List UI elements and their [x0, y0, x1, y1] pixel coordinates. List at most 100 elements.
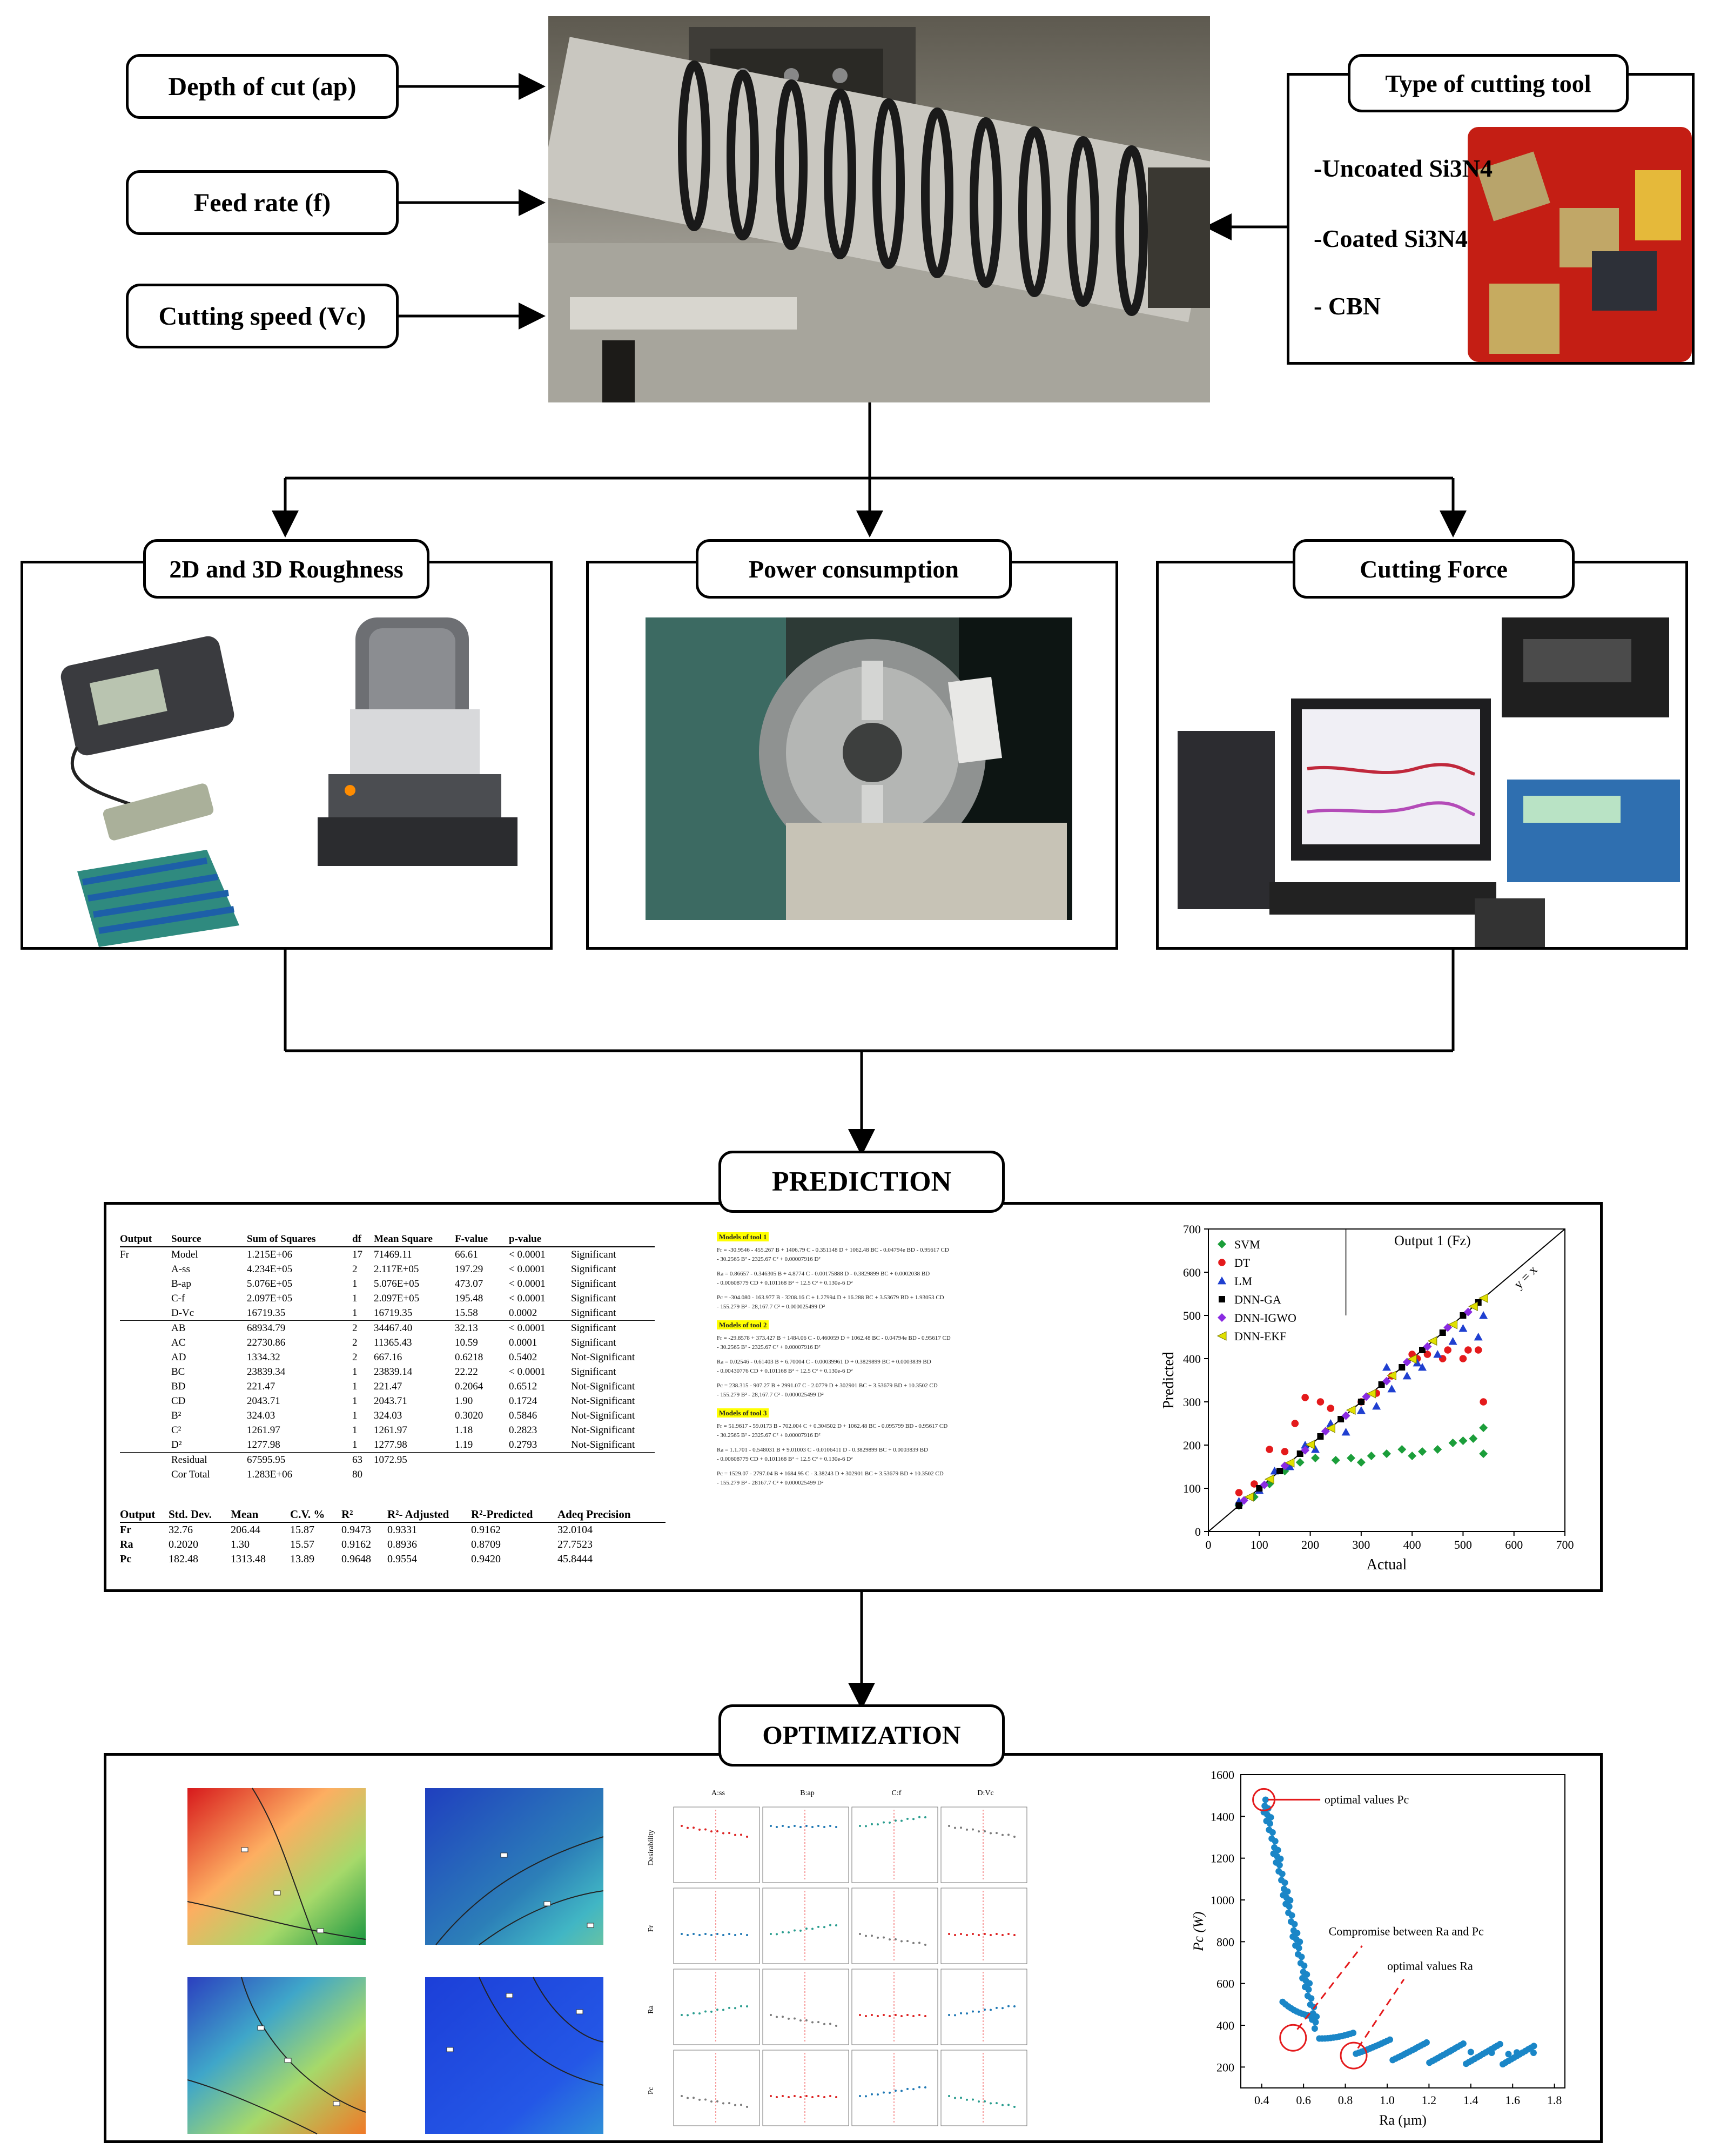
ramp-point	[734, 2007, 736, 2010]
data-point	[1372, 1402, 1381, 1410]
data-point	[1260, 1480, 1269, 1489]
anova-cell: 221.47	[374, 1381, 402, 1392]
ramp-point	[805, 2095, 808, 2097]
pareto-point	[1291, 1920, 1298, 1927]
stats-cell: 13.89	[290, 1553, 314, 1565]
data-point	[1382, 1376, 1391, 1386]
data-point	[1240, 1496, 1248, 1505]
ramp-point	[972, 1828, 974, 1831]
stats-header-adeq: Adeq Precision	[557, 1508, 631, 1521]
data-point	[1341, 1411, 1350, 1420]
equation-line: Pc = 238.315 - 907.27 B + 2991.07 C - 2.…	[717, 1382, 938, 1389]
pareto-point	[1496, 2040, 1503, 2047]
y-tick-label: 1000	[1211, 1893, 1234, 1907]
ramp-point	[918, 1816, 920, 1818]
ramp-point	[693, 1933, 695, 1935]
ramp-point	[966, 2012, 968, 2015]
anova-cell: Not-Significant	[571, 1381, 635, 1392]
stats-cell: 0.9420	[471, 1553, 501, 1565]
ramp-cell	[940, 2050, 1027, 2126]
anova-cell: 11365.43	[374, 1337, 412, 1348]
data-point	[1407, 1354, 1417, 1364]
anova-cell: 10.59	[455, 1337, 478, 1348]
ramp-point	[817, 2095, 819, 2097]
data-point	[1326, 1423, 1335, 1433]
ramp-point	[829, 2095, 831, 2097]
pareto-point	[1387, 2036, 1393, 2043]
legend-label: DNN-EKF	[1234, 1329, 1287, 1343]
legend-label: DNN-GA	[1234, 1293, 1281, 1306]
ramp-point	[924, 1944, 926, 1946]
ramp-cell	[762, 2050, 849, 2126]
ramp-point	[948, 2014, 950, 2016]
ramp-point	[1007, 1933, 1010, 1935]
ramp-point	[794, 2095, 796, 2097]
ramp-point	[823, 2096, 825, 2098]
ramp-cell	[851, 1969, 938, 2045]
ramp-point	[698, 2012, 701, 2015]
data-point	[1244, 1492, 1254, 1502]
ramp-point	[776, 1933, 778, 1936]
data-point	[1479, 1449, 1488, 1458]
y-tick-label: 0	[1195, 1525, 1201, 1539]
data-point	[1317, 1433, 1324, 1440]
ramp-point	[912, 1818, 915, 1821]
pareto-point	[1276, 1862, 1283, 1869]
ramp-point	[900, 1819, 903, 1822]
ramp-point	[782, 1931, 784, 1933]
data-point	[1444, 1346, 1451, 1354]
stats-cell: 0.9648	[341, 1553, 371, 1565]
ramp-point	[770, 1825, 772, 1827]
x-tick-label: 1.4	[1463, 2093, 1478, 2107]
data-point	[1296, 1450, 1303, 1457]
data-point	[1480, 1398, 1487, 1406]
ramp-point	[805, 2019, 808, 2021]
legend-marker	[1218, 1259, 1226, 1266]
pareto-point	[1530, 2050, 1537, 2057]
ramp-point	[972, 2098, 974, 2101]
x-tick-label: 0.6	[1296, 2093, 1311, 2107]
ramp-point	[877, 2015, 879, 2017]
anova-cell	[120, 1365, 171, 1379]
x-tick-label: 0.4	[1254, 2093, 1269, 2107]
stats-header-row: Output Std. Dev. Mean C.V. % R² R²- Adju…	[120, 1507, 666, 1523]
legend-marker	[1218, 1240, 1226, 1248]
data-point	[1316, 1398, 1325, 1406]
ramp-point	[710, 1830, 713, 1833]
anova-cell: Significant	[571, 1337, 616, 1348]
data-point	[1413, 1359, 1422, 1367]
ramp-point	[805, 1927, 808, 1930]
data-point	[1346, 1405, 1356, 1415]
ramp-point	[776, 1826, 778, 1828]
equation-line: Ra = 0.86657 - 0.346305 B + 4.8774 C - 0…	[717, 1271, 930, 1277]
anova-cell: < 0.0001	[509, 1264, 546, 1275]
fit-stats-table: Output Std. Dev. Mean C.V. % R² R²- Adju…	[120, 1507, 666, 1567]
stats-cell: 32.0104	[557, 1524, 593, 1536]
anova-table: Output Source Sum of Squares df Mean Squ…	[120, 1232, 655, 1482]
anova-cell: B²	[171, 1410, 182, 1421]
ramp-point	[996, 2006, 998, 2009]
equation-group-title: Models of tool 1	[717, 1232, 769, 1241]
dynamometer-setup-photo	[1172, 617, 1683, 947]
anova-cell: 1	[352, 1381, 358, 1392]
force-title: Cutting Force	[1293, 539, 1575, 599]
ramp-point	[740, 2104, 742, 2106]
ramp-col-label: A:ss	[711, 1789, 725, 1797]
stats-header-std: Std. Dev.	[169, 1508, 212, 1521]
equation-group-title: Models of tool 2	[717, 1320, 769, 1329]
ramp-point	[693, 1826, 695, 1829]
ramp-point	[859, 2014, 861, 2016]
contour-plots	[187, 1788, 604, 2134]
ramp-point	[990, 2009, 992, 2011]
contour-pc	[425, 1977, 603, 2134]
ramp-point	[799, 1826, 802, 1828]
data-point	[1362, 1392, 1371, 1401]
anova-cell: Not-Significant	[571, 1395, 635, 1407]
ramp-row-label: Fr	[647, 1925, 655, 1932]
